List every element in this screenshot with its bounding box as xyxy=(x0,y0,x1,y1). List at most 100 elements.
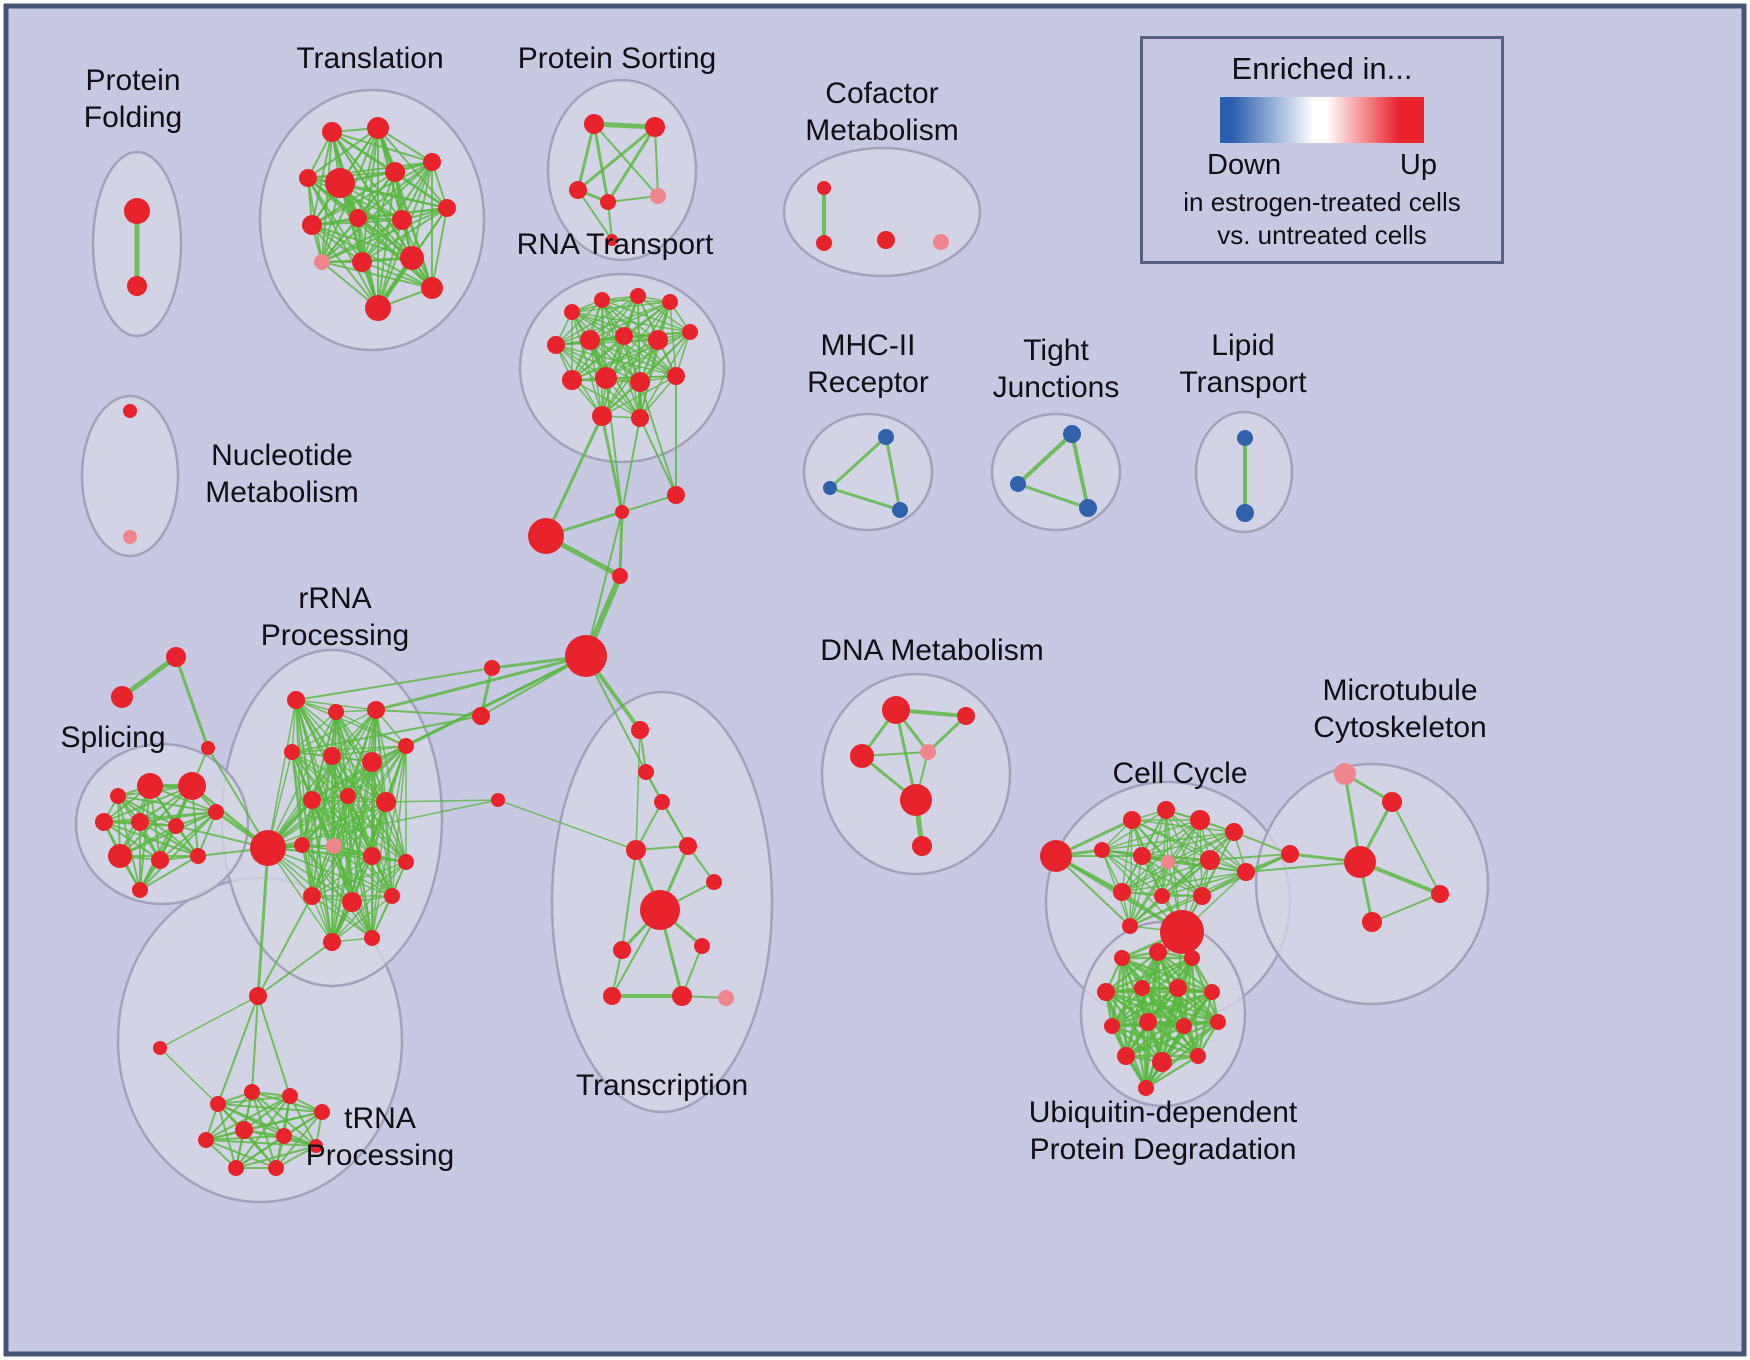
node-cx7 xyxy=(472,707,490,725)
node-tc5 xyxy=(679,837,697,855)
edge xyxy=(639,381,677,496)
edge xyxy=(159,811,217,861)
node-cc14 xyxy=(1122,918,1138,934)
edge xyxy=(291,709,377,753)
edge xyxy=(1131,819,1247,873)
node-rt11 xyxy=(595,367,617,389)
node-rt5 xyxy=(547,336,565,354)
node-ub9 xyxy=(1139,1013,1157,1031)
edge xyxy=(295,667,493,701)
node-cc9 xyxy=(1200,850,1220,870)
edge xyxy=(1016,432,1074,486)
node-mt6 xyxy=(1362,912,1382,932)
node-cx8 xyxy=(491,793,505,807)
edge xyxy=(339,182,448,209)
edge xyxy=(361,261,433,289)
edge xyxy=(1140,956,1194,990)
node-rr19 xyxy=(323,933,341,951)
edge xyxy=(311,131,333,226)
edge xyxy=(333,745,407,847)
edge xyxy=(606,125,657,204)
node-rt15 xyxy=(631,409,649,427)
node-ub8 xyxy=(1104,1018,1120,1034)
node-cx5 xyxy=(565,635,607,677)
node-sl10 xyxy=(190,848,206,864)
edge xyxy=(139,811,217,891)
node-tr11 xyxy=(314,254,330,270)
edge xyxy=(243,1111,323,1131)
node-rr3 xyxy=(367,701,385,719)
edge xyxy=(257,895,313,997)
node-mh2 xyxy=(823,481,837,495)
edge xyxy=(639,375,677,419)
node-ps4 xyxy=(600,194,616,210)
node-tc12 xyxy=(718,990,734,1006)
edge xyxy=(205,1139,317,1147)
edge xyxy=(119,811,217,857)
edge xyxy=(654,126,659,197)
edge xyxy=(555,299,603,346)
edge xyxy=(618,510,624,578)
node-cx4 xyxy=(612,568,628,584)
edge xyxy=(571,331,691,381)
node-mh1 xyxy=(878,429,894,445)
node-cx6 xyxy=(484,660,500,676)
edge xyxy=(1146,990,1214,1024)
node-ub13 xyxy=(1152,1052,1172,1072)
edge xyxy=(1101,809,1167,851)
edge xyxy=(139,855,199,891)
edge xyxy=(117,795,141,891)
node-ub12 xyxy=(1117,1047,1135,1065)
edge xyxy=(301,844,373,939)
node-tn9 xyxy=(276,1128,292,1144)
edge xyxy=(291,745,407,753)
cluster-ellipse-mhc-ii-receptor xyxy=(802,412,934,532)
node-rt2 xyxy=(594,292,610,308)
node-sl1 xyxy=(137,773,163,799)
edge xyxy=(117,795,217,813)
edge xyxy=(375,709,482,717)
edge xyxy=(1141,855,1211,861)
edge xyxy=(621,417,641,513)
edge xyxy=(639,331,691,419)
edge xyxy=(621,849,637,951)
cluster-label-splicing: Splicing xyxy=(60,721,165,754)
edge xyxy=(119,654,179,700)
node-rr5 xyxy=(323,747,341,765)
edge xyxy=(311,799,407,863)
node-tr5 xyxy=(385,162,405,182)
edge xyxy=(544,414,604,538)
node-ps6 xyxy=(606,234,618,246)
node-tr1 xyxy=(322,122,342,142)
node-tn2 xyxy=(153,1041,167,1055)
node-rr7 xyxy=(398,738,414,754)
edge xyxy=(301,844,353,903)
node-cx3 xyxy=(667,486,685,504)
node-cchub xyxy=(1160,910,1204,954)
node-mt5 xyxy=(1431,885,1449,903)
edge xyxy=(1101,819,1201,851)
legend-down-label: Down xyxy=(1207,149,1282,181)
edge xyxy=(1129,855,1143,927)
edge xyxy=(555,344,677,377)
node-rr1 xyxy=(287,691,305,709)
edge xyxy=(1124,1020,1220,1058)
node-tn1 xyxy=(249,987,267,1005)
node-cc4 xyxy=(1190,810,1210,830)
node-mthub xyxy=(1344,846,1376,878)
edge xyxy=(1129,871,1247,927)
edge xyxy=(1391,801,1441,895)
edge xyxy=(256,846,270,998)
legend-gradient-bar xyxy=(1220,97,1424,143)
node-sl11 xyxy=(132,882,148,898)
cluster-ellipse-microtubule-cytoskeleton xyxy=(1254,762,1490,1006)
node-cc1 xyxy=(1040,840,1072,872)
node-tr8 xyxy=(349,209,367,227)
edge xyxy=(621,494,677,513)
node-cm1 xyxy=(817,181,831,195)
node-dm6 xyxy=(912,836,932,856)
node-rt14 xyxy=(592,406,612,426)
